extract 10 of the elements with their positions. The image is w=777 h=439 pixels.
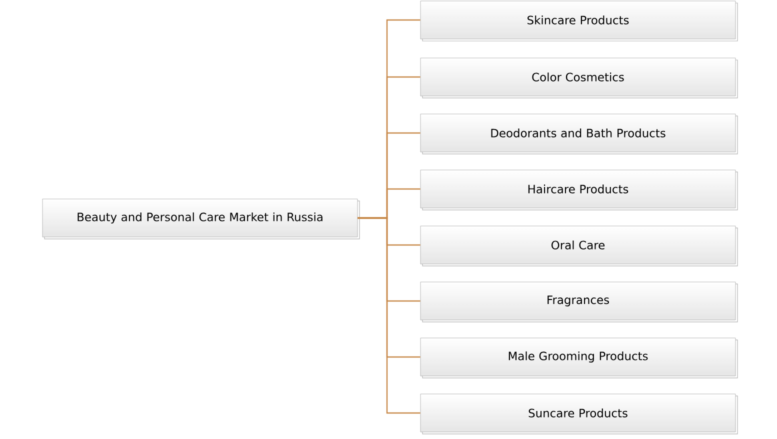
category-box: Male Grooming Products <box>420 338 738 378</box>
category-box: Color Cosmetics <box>420 58 738 98</box>
category-box: Deodorants and Bath Products <box>420 114 738 154</box>
category-box: Beauty and Personal Care Market in Russia <box>42 198 360 240</box>
category-box: Skincare Products <box>420 0 738 42</box>
category-box: Oral Care <box>420 226 738 266</box>
category-box: Fragrances <box>420 282 738 322</box>
connector-line <box>358 217 420 414</box>
category-box: Suncare Products <box>420 394 738 434</box>
category-box: Haircare Products <box>420 170 738 210</box>
